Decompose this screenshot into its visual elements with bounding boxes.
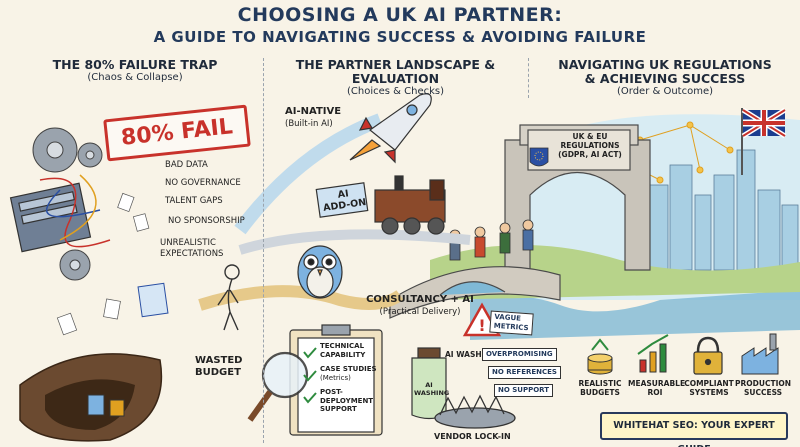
cause-label: EXPECTATIONS bbox=[160, 249, 224, 259]
section-divider bbox=[263, 58, 264, 443]
cause-label: NO SPONSORSHIP bbox=[168, 216, 245, 226]
spreadsheet-paper bbox=[137, 282, 169, 318]
rocket-icon bbox=[349, 93, 432, 164]
section-divider bbox=[528, 58, 529, 98]
cause-label: TALENT GAPS bbox=[165, 196, 223, 206]
scattered-papers bbox=[56, 192, 150, 336]
falling-cubes bbox=[87, 394, 125, 417]
svg-text:!: ! bbox=[478, 316, 485, 335]
regulations-plaque: UK & EU REGULATIONS (GDPR, AI ACT) bbox=[558, 132, 622, 159]
uk-flag-icon bbox=[741, 107, 787, 175]
broken-server bbox=[9, 182, 92, 253]
warning-tag: NO SUPPORT bbox=[494, 384, 554, 397]
tangled-wires bbox=[39, 174, 111, 248]
growth-chart-icon bbox=[637, 334, 669, 373]
coins-icon bbox=[587, 338, 613, 375]
page-title: CHOOSING A UK AI PARTNER: bbox=[237, 4, 563, 26]
check-icon bbox=[303, 347, 317, 404]
speed-trail bbox=[234, 113, 383, 235]
warning-tag: NO REFERENCES bbox=[488, 366, 561, 379]
factory-icon bbox=[741, 333, 779, 375]
magnifier-icon bbox=[247, 351, 309, 422]
warning-tag: OVERPROMISING bbox=[482, 348, 557, 361]
stone-bridge bbox=[389, 266, 561, 319]
consultancy-label: CONSULTANCY + AI (Practical Delivery) bbox=[366, 294, 474, 317]
cause-label: BAD DATA bbox=[165, 160, 208, 170]
cta-banner: WHITEHAT SEO: YOUR EXPERT GUIDE bbox=[600, 412, 788, 447]
vendor-lock-in-label: VENDOR LOCK-IN bbox=[434, 432, 511, 441]
owl-icon bbox=[297, 245, 343, 299]
page-subtitle: A GUIDE TO NAVIGATING SUCCESS & AVOIDING… bbox=[153, 28, 647, 46]
ai-native-label: AI-NATIVE (Built-in AI) bbox=[285, 106, 342, 129]
sad-person bbox=[217, 264, 240, 331]
bear-trap-icon bbox=[434, 394, 516, 429]
winding-path bbox=[198, 285, 404, 311]
steam-train bbox=[238, 175, 471, 255]
river bbox=[470, 290, 800, 340]
section-heading-landscape: THE PARTNER LANDSCAPE & EVALUATION (Choi… bbox=[295, 57, 496, 98]
ai-washing-label: AI WASHING bbox=[445, 350, 497, 359]
eu-shield-icon bbox=[529, 147, 549, 167]
padlock-icon bbox=[693, 336, 723, 375]
section-heading-success: NAVIGATING UK REGULATIONS & ACHIEVING SU… bbox=[558, 57, 772, 98]
section-heading-failure: THE 80% FAILURE TRAP (Chaos & Collapse) bbox=[52, 57, 218, 84]
cause-label: UNREALISTIC bbox=[160, 238, 216, 248]
cause-label: NO GOVERNANCE bbox=[165, 178, 241, 188]
checklist-items: TECHNICAL CAPABILITY CASE STUDIES (Metri… bbox=[320, 342, 377, 413]
